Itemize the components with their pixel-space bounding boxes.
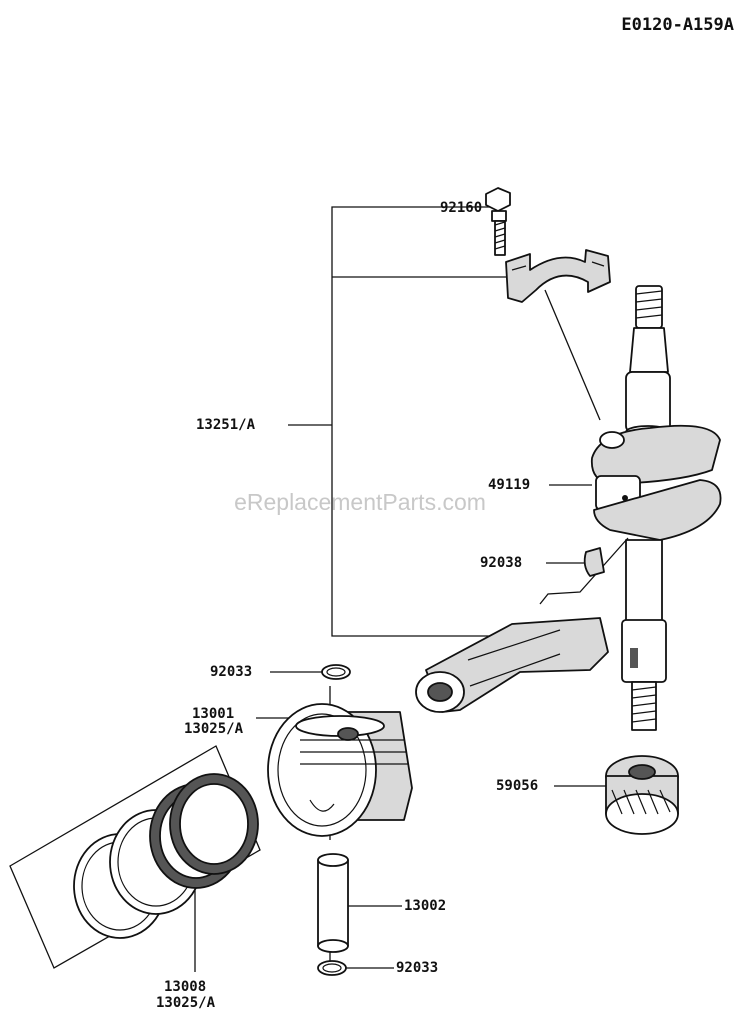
connecting-rod-part <box>415 617 609 713</box>
label-piston-a: 13001 <box>192 706 234 722</box>
ring-set-part <box>9 745 261 969</box>
label-crankshaft: 49119 <box>488 477 530 493</box>
circlip-top-part <box>321 664 351 680</box>
diagram-code: E0120-A159A <box>621 15 734 35</box>
label-circlip-top: 92033 <box>210 664 252 680</box>
gear-part <box>605 755 679 835</box>
label-ring-set-a: 13008 <box>164 979 206 995</box>
label-gear: 59056 <box>496 778 538 794</box>
key-part <box>583 547 605 577</box>
part-labels: 92160 13251/A 49119 92038 92033 13001 13… <box>156 200 538 1011</box>
label-bolt: 92160 <box>440 200 482 216</box>
watermark: eReplacementParts.com <box>234 489 486 515</box>
piston-pin-part <box>317 853 349 953</box>
callout-lines <box>194 206 629 972</box>
piston-part <box>267 703 413 837</box>
label-piston-b: 13025/A <box>184 721 244 737</box>
label-piston-pin: 13002 <box>404 898 446 914</box>
bolt-part <box>485 187 511 256</box>
crankshaft-part <box>590 285 722 731</box>
label-key: 92038 <box>480 555 522 571</box>
label-connecting-rod-assembly: 13251/A <box>196 417 256 433</box>
label-circlip-bottom: 92033 <box>396 960 438 976</box>
label-ring-set-b: 13025/A <box>156 995 216 1011</box>
rod-cap-part <box>505 249 611 303</box>
circlip-bottom-part <box>317 960 347 976</box>
